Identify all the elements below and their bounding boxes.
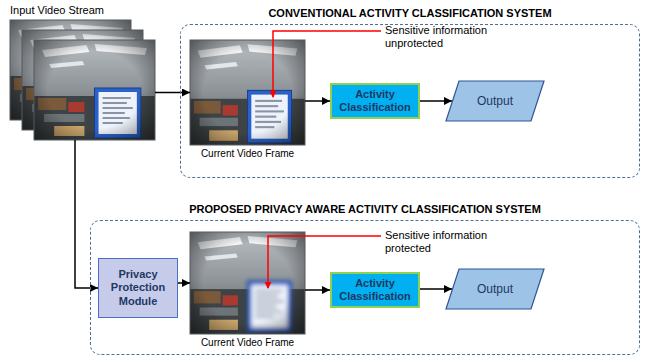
flow-arrow (155, 92, 190, 94)
process-box: Privacy Protection Module (98, 258, 178, 318)
video-stream: Input Video Stream (10, 20, 155, 140)
output-parallelogram: Output (445, 80, 545, 122)
node-label: Activity Classification (334, 88, 416, 114)
callout-text: Sensitive information protected (385, 229, 505, 255)
flow-arrow (420, 288, 452, 290)
flow-arrow (178, 282, 190, 284)
callout-text: Sensitive information unprotected (385, 24, 505, 50)
video-frame (190, 40, 305, 145)
region-title: CONVENTIONAL ACTIVITY CLASSIFICATION SYS… (181, 7, 639, 19)
region-title: PROPOSED PRIVACY AWARE ACTIVITY CLASSIFI… (91, 203, 639, 215)
callout-box: Sensitive information protected (385, 229, 505, 255)
callout-box: Sensitive information unprotected (385, 24, 505, 50)
output-parallelogram (446, 81, 544, 121)
system-region: Privacy Protection ModuleCurrent Video F… (90, 220, 640, 355)
output-parallelogram: Output (445, 268, 545, 310)
flow-arrow (305, 289, 330, 291)
protected-video-frame (190, 232, 305, 334)
frame-border (190, 232, 305, 334)
video-frame-front (34, 40, 155, 140)
video-frame: Current Video Frame (190, 40, 305, 145)
flow-arrow (420, 100, 452, 102)
output-parallelogram (446, 269, 544, 309)
flow-arrow (305, 100, 330, 102)
flow-arrow (75, 140, 98, 288)
process-box: Activity Classification (330, 272, 420, 308)
node-label: Output (477, 282, 513, 296)
frame-border (34, 40, 155, 140)
node-label: Output (477, 94, 513, 108)
process-box: Activity Classification (330, 83, 420, 119)
frame-border (190, 40, 305, 145)
frame-caption: Current Video Frame (190, 337, 305, 348)
video-frame: Current Video Frame (190, 232, 305, 334)
stream-label: Input Video Stream (10, 4, 155, 16)
node-label: Activity Classification (334, 277, 416, 303)
node-label: Privacy Protection Module (102, 268, 174, 308)
frame-caption: Current Video Frame (190, 148, 305, 159)
